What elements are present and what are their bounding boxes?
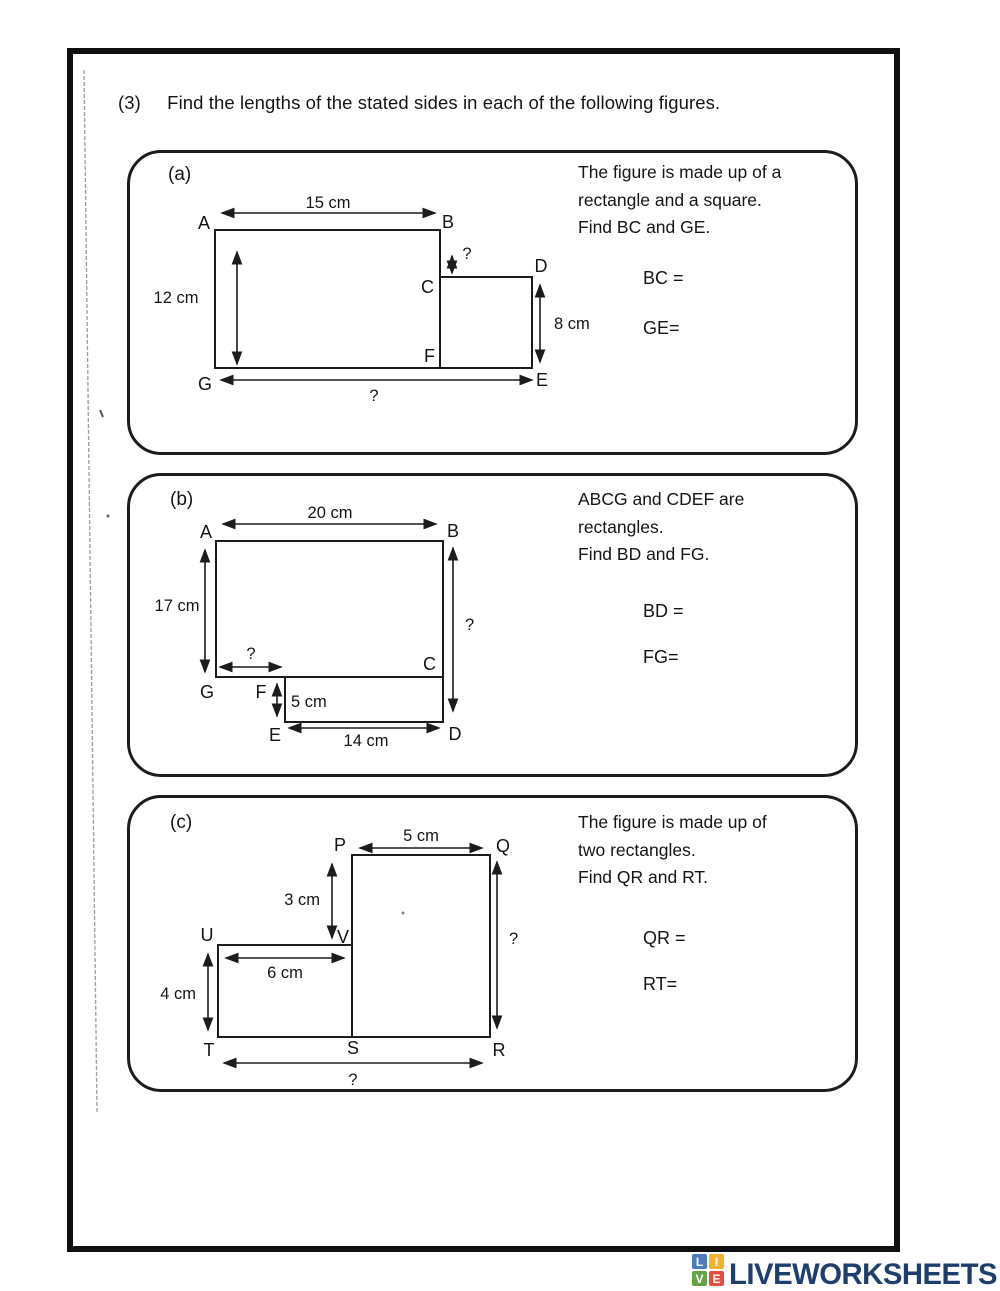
dim-gf-label: ? xyxy=(246,645,255,663)
dim-ed-label: 14 cm xyxy=(344,732,389,750)
dim-qr-label: ? xyxy=(509,930,518,948)
dim-ag-label: 17 cm xyxy=(155,597,200,615)
dim-pv-label: 3 cm xyxy=(284,891,320,909)
desc-line: The figure is made up of xyxy=(578,812,767,832)
vertex-u: U xyxy=(201,925,214,945)
question-heading: (3) Find the lengths of the stated sides… xyxy=(118,92,720,114)
desc-line: Find BC and GE. xyxy=(578,217,711,237)
vertex-a: A xyxy=(200,522,212,542)
rectangle-uvst xyxy=(217,944,353,1038)
logo-square-v xyxy=(692,1271,707,1286)
dim-fe-label: 5 cm xyxy=(291,693,327,711)
vertex-c: C xyxy=(421,277,434,297)
panel-b-label: (b) xyxy=(170,489,194,510)
dim-uv-label: 6 cm xyxy=(267,964,303,982)
vertex-b: B xyxy=(442,212,454,232)
logo-letter-l: L xyxy=(696,1255,703,1269)
vertex-r: R xyxy=(493,1040,506,1060)
vertex-a: A xyxy=(198,213,210,233)
question-text: Find the lengths of the stated sides in … xyxy=(167,92,721,113)
answer-fg[interactable]: FG= xyxy=(643,647,679,667)
dim-bd-label: ? xyxy=(465,616,474,634)
desc-line: rectangle and a square. xyxy=(578,189,762,210)
panel-a-label: (a) xyxy=(168,164,192,185)
dim-ag-label: 12 cm xyxy=(154,289,199,307)
dim-ge-label: ? xyxy=(369,387,378,405)
panel-b: (b) 20 cm 17 cm ? ? 5 cm 14 cm A B C xyxy=(127,473,858,777)
vertex-g: G xyxy=(198,374,212,394)
vertex-g: G xyxy=(200,682,214,702)
desc-line: two rectangles. xyxy=(578,839,696,860)
square-cdef xyxy=(439,276,533,369)
answer-bc[interactable]: BC = xyxy=(643,268,684,288)
rectangle-pqrs xyxy=(351,854,491,1038)
panel-a-description: The figure is made up of a rectangle and… xyxy=(578,159,853,242)
panel-c: (c) 5 cm 3 cm 6 cm 4 cm ? ? P Q V xyxy=(127,795,858,1092)
vertex-b: B xyxy=(447,521,459,541)
dim-tr-label: ? xyxy=(348,1071,357,1089)
desc-line: ABCG and CDEF are xyxy=(578,489,745,509)
desc-line: Find QR and RT. xyxy=(578,867,709,887)
answer-rt[interactable]: RT= xyxy=(643,974,678,994)
vertex-t: T xyxy=(204,1040,215,1060)
answer-bd[interactable]: BD = xyxy=(643,601,684,621)
dim-ab-label: 15 cm xyxy=(306,194,351,212)
vertex-q: Q xyxy=(496,836,510,856)
dim-ut-label: 4 cm xyxy=(160,985,196,1003)
logo-square-e xyxy=(709,1271,724,1286)
rectangle-cdef xyxy=(284,676,444,723)
vertex-e: E xyxy=(269,725,281,745)
liveworksheets-logo[interactable]: L I V E LIVEWORKSHEETS xyxy=(692,1253,1000,1290)
desc-line: rectangles. xyxy=(578,516,664,537)
panel-b-description: ABCG and CDEF are rectangles. Find BD an… xyxy=(578,486,853,569)
logo-letter-i: I xyxy=(715,1255,718,1269)
figure-b: 20 cm 17 cm ? ? 5 cm 14 cm A B C D E F G xyxy=(155,504,475,750)
answer-ge[interactable]: GE= xyxy=(643,318,680,338)
rectangle-abfg xyxy=(214,229,441,369)
figure-c: 5 cm 3 cm 6 cm 4 cm ? ? P Q V U T S R xyxy=(160,827,518,1089)
logo-letter-v: V xyxy=(695,1272,703,1286)
logo-brand-text: LIVEWORKSHEETS xyxy=(729,1258,997,1290)
vertex-f: F xyxy=(256,682,267,702)
logo-square-l xyxy=(692,1254,707,1269)
vertex-d: D xyxy=(535,256,548,276)
vertex-v: V xyxy=(337,927,349,947)
logo-square-i xyxy=(709,1254,724,1269)
vertex-e: E xyxy=(536,370,548,390)
dim-de-label: 8 cm xyxy=(554,315,590,333)
vertex-f: F xyxy=(424,346,435,366)
panel-a: (a) 15 cm 12 cm ? 8 cm ? A B C D E xyxy=(127,150,858,455)
question-number: (3) xyxy=(118,92,141,113)
dim-ab-label: 20 cm xyxy=(308,504,353,522)
desc-line: Find BD and FG. xyxy=(578,544,710,564)
vertex-s: S xyxy=(347,1038,359,1058)
figure-a: 15 cm 12 cm ? 8 cm ? A B C D E F G xyxy=(154,194,590,405)
vertex-d: D xyxy=(449,724,462,744)
answer-qr[interactable]: QR = xyxy=(643,928,686,948)
dim-pq-label: 5 cm xyxy=(403,827,439,845)
dim-bc-label: ? xyxy=(462,245,471,263)
vertex-c: C xyxy=(423,654,436,674)
vertex-p: P xyxy=(334,835,346,855)
desc-line: The figure is made up of a xyxy=(578,162,782,182)
panel-c-label: (c) xyxy=(170,812,193,833)
logo-letter-e: E xyxy=(712,1272,720,1286)
panel-c-description: The figure is made up of two rectangles.… xyxy=(578,809,853,892)
